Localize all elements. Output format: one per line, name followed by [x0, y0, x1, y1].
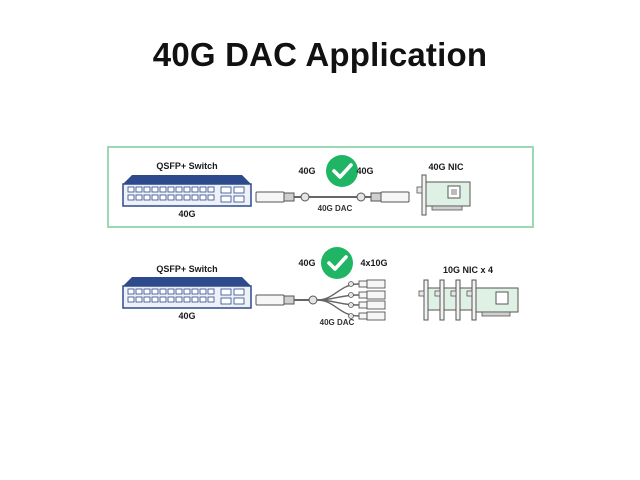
left-speed-label: 40G: [298, 258, 316, 268]
switch-label: QSFP+ Switch: [156, 264, 218, 274]
check-circle-icon: [326, 155, 358, 187]
breakout-cable-icon: [255, 279, 386, 321]
network-cards-icon: [418, 279, 519, 321]
check-circle-icon: [321, 247, 353, 279]
right-speed-label: 40G: [356, 166, 374, 176]
highlight-frame: [107, 146, 534, 228]
switch-label: QSFP+ Switch: [156, 161, 218, 171]
nic-label: 10G NIC x 4: [442, 265, 494, 275]
nic-label: 40G NIC: [428, 162, 464, 172]
network-card-icon: [416, 174, 471, 216]
left-speed-label: 40G: [298, 166, 316, 176]
dac-cable-icon: [255, 191, 410, 203]
cable-label: 40G DAC: [319, 318, 355, 327]
right-speed-label: 4x10G: [360, 258, 388, 268]
switch-speed-label: 40G: [178, 311, 196, 321]
cable-label: 40G DAC: [317, 204, 353, 213]
switch-speed-label: 40G: [178, 209, 196, 219]
qsfp-switch-icon: [122, 175, 252, 207]
qsfp-switch-icon: [122, 277, 252, 309]
page-title: 40G DAC Application: [152, 36, 488, 73]
